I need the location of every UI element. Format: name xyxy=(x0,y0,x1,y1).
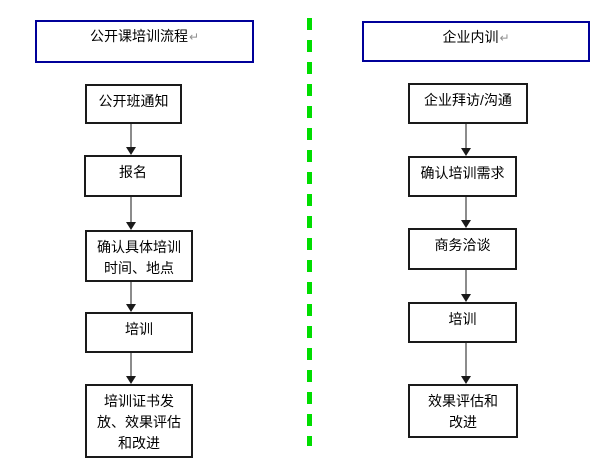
connector-arrow-down xyxy=(126,282,136,312)
arrow-shaft xyxy=(130,197,132,224)
connector-arrow-down xyxy=(126,197,136,230)
left-flow-header-box[interactable]: 公开课培训流程↵ xyxy=(35,20,254,63)
left-step-training-label: 培训 xyxy=(125,321,153,337)
right-flow-title: 企业内训 xyxy=(442,29,499,45)
right-step-negotiation-box[interactable]: 商务洽谈 xyxy=(408,228,517,270)
right-flow-header-box[interactable]: 企业内训↵ xyxy=(362,21,590,62)
left-step-notice-box[interactable]: 公开班通知 xyxy=(85,84,182,124)
right-step-confirm-need-box[interactable]: 确认培训需求 xyxy=(408,156,517,197)
right-step-visit-box[interactable]: 企业拜访/沟通 xyxy=(408,83,528,124)
connector-arrow-down xyxy=(461,124,471,156)
arrow-shaft xyxy=(465,343,467,378)
right-step-visit-label: 企业拜访/沟通 xyxy=(424,92,512,108)
paragraph-mark-icon: ↵ xyxy=(499,31,510,45)
arrow-shaft xyxy=(465,124,467,150)
connector-arrow-down xyxy=(126,353,136,384)
left-flow-title: 公开课培训流程 xyxy=(89,28,188,44)
arrow-shaft xyxy=(465,197,467,222)
left-step-confirm-time-box[interactable]: 确认具体培训 时间、地点 xyxy=(85,230,193,282)
connector-arrow-down xyxy=(461,343,471,384)
connector-arrow-down xyxy=(126,124,136,155)
column-divider-dashed-line xyxy=(307,18,312,446)
arrow-shaft xyxy=(130,353,132,378)
right-step-negotiation-label: 商务洽谈 xyxy=(434,237,491,253)
arrow-head-icon xyxy=(461,148,471,156)
left-step-training-box[interactable]: 培训 xyxy=(85,312,193,353)
left-step-certificate-eval-box[interactable]: 培训证书发 放、效果评估 和改进 xyxy=(85,384,193,458)
arrow-head-icon xyxy=(126,147,136,155)
arrow-head-icon xyxy=(461,294,471,302)
left-step-certificate-eval-label: 培训证书发 放、效果评估 和改进 xyxy=(97,393,181,451)
right-step-training-label: 培训 xyxy=(448,311,477,327)
right-step-eval-improve-box[interactable]: 效果评估和 改进 xyxy=(408,384,518,438)
arrow-head-icon xyxy=(126,304,136,312)
arrow-head-icon xyxy=(461,220,471,228)
left-step-confirm-time-label: 确认具体培训 时间、地点 xyxy=(97,239,181,276)
right-step-eval-improve-label: 效果评估和 改进 xyxy=(428,393,498,430)
right-step-training-box[interactable]: 培训 xyxy=(408,302,517,343)
left-step-signup-label: 报名 xyxy=(119,164,147,180)
arrow-head-icon xyxy=(126,222,136,230)
left-step-signup-box[interactable]: 报名 xyxy=(84,155,182,197)
arrow-shaft xyxy=(130,124,132,149)
paragraph-mark-icon: ↵ xyxy=(188,30,200,44)
right-step-confirm-need-label: 确认培训需求 xyxy=(420,165,505,181)
left-step-notice-label: 公开班通知 xyxy=(98,93,169,109)
connector-arrow-down xyxy=(461,270,471,302)
arrow-head-icon xyxy=(126,376,136,384)
arrow-shaft xyxy=(465,270,467,296)
arrow-head-icon xyxy=(461,376,471,384)
arrow-shaft xyxy=(130,282,132,306)
connector-arrow-down xyxy=(461,197,471,228)
